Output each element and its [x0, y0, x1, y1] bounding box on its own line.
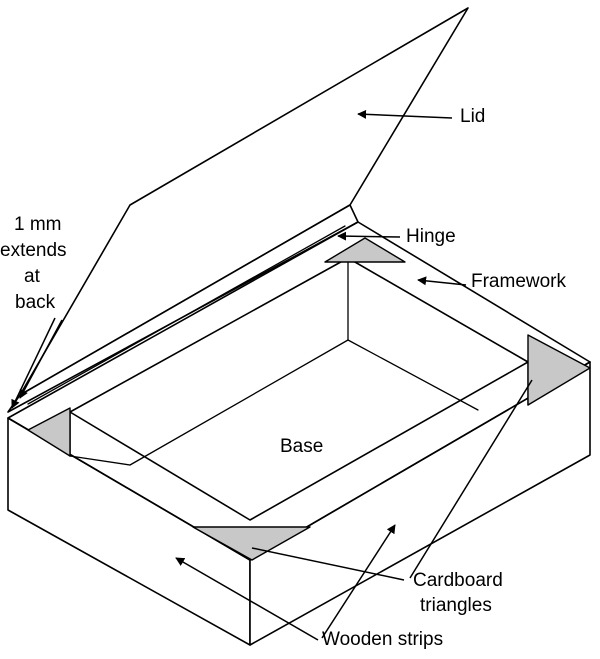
triangle-left: [27, 407, 71, 457]
back-pointer-1: [11, 317, 56, 409]
hinge-pointer: [337, 231, 401, 241]
back-pointer-2: [19, 319, 63, 399]
label-cardboard-line2: triangles: [420, 595, 492, 616]
triangle-front: [192, 526, 311, 561]
box-outer: [7, 221, 591, 646]
label-back-line3: at: [24, 266, 41, 287]
label-lid: Lid: [460, 106, 485, 127]
label-back-line2: extends: [0, 240, 67, 261]
label-back-line1: 1 mm: [14, 214, 62, 235]
wooden-pointer-1: [175, 557, 319, 641]
wooden-pointer-2: [321, 524, 396, 639]
label-back-line4: back: [15, 292, 56, 313]
label-framework: Framework: [471, 271, 567, 292]
label-cardboard-line1: Cardboard: [413, 570, 503, 591]
framework-pointer: [417, 276, 467, 286]
lid-pointer: [357, 109, 453, 119]
label-hinge: Hinge: [406, 226, 456, 247]
triangle-back: [324, 237, 406, 263]
label-base: Base: [280, 436, 323, 457]
leader-lines: [11, 109, 533, 641]
cardboard-pointer-2: [409, 379, 533, 579]
triangle-right: [527, 334, 591, 406]
cardboard-pointer-1: [251, 547, 405, 581]
cardboard-triangles: [27, 237, 591, 561]
label-wooden-strips: Wooden strips: [322, 629, 443, 650]
labels: Lid Hinge Framework Base 1 mm extends at…: [0, 106, 567, 650]
